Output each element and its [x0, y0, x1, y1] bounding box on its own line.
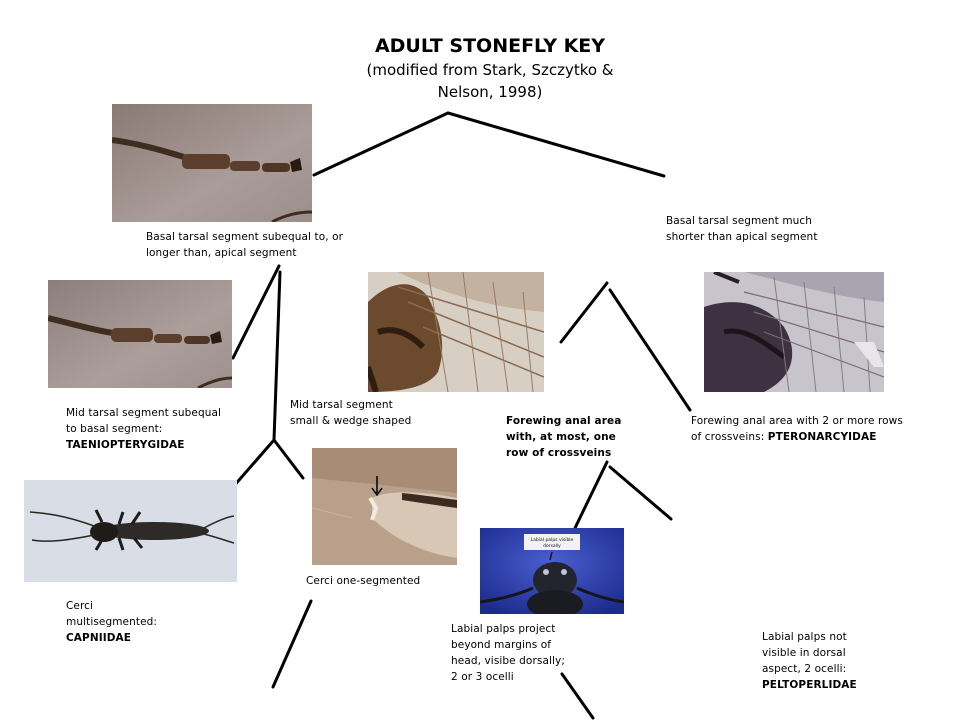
caption-forewing-multi-row: Forewing anal area with 2 or more rows o…: [691, 413, 903, 445]
caption-basal-shorter: Basal tarsal segment much shorter than a…: [666, 213, 818, 245]
title-block: ADULT STONEFLY KEY (modified from Stark,…: [330, 33, 650, 103]
branch-line: [573, 460, 609, 530]
branch-line: [560, 672, 595, 720]
caption-line: longer than, apical segment: [146, 247, 297, 259]
subtitle-line-2: Nelson, 1998): [437, 83, 543, 101]
family-taeniopterygidae: TAENIOPTERYGIDAE: [66, 439, 185, 451]
family-pteronarcyidae: PTERONARCYIDAE: [767, 431, 877, 443]
page-title: ADULT STONEFLY KEY: [374, 35, 606, 57]
caption-line: Forewing anal area: [506, 415, 622, 427]
caption-line: with, at most, one: [506, 431, 616, 443]
branch-line: [559, 281, 609, 344]
branch-line: [272, 270, 282, 442]
caption-line: Labial palps project: [451, 623, 556, 635]
caption-line: aspect, 2 ocelli:: [762, 663, 847, 675]
family-peltoperlidae: PELTOPERLIDAE: [762, 679, 857, 691]
caption-line: row of crossveins: [506, 447, 612, 459]
branch-line: [446, 111, 666, 178]
caption-line: small & wedge shaped: [290, 415, 412, 427]
branch-line: [312, 111, 450, 177]
subtitle-line-1: (modified from Stark, Szczytko &: [366, 61, 614, 79]
caption-line: to basal segment:: [66, 423, 163, 435]
branch-line: [272, 438, 305, 480]
labial-palps-photo-graphic: Labial palps visible dorsally: [480, 528, 624, 614]
photo-label-line: dorsally: [543, 543, 561, 549]
capniidae-photo-graphic: [24, 480, 237, 582]
photo-forewing-multi-row: [704, 272, 884, 392]
caption-line: Basal tarsal segment subequal to, or: [146, 231, 344, 243]
forewing-photo-graphic: [368, 272, 544, 392]
caption-line: head, visibe dorsally;: [451, 655, 565, 667]
photo-capniidae-adult: [24, 480, 237, 582]
tarsus-mid-photo-graphic: [48, 280, 232, 388]
branch-line: [271, 599, 313, 689]
photo-labial-palps: Labial palps visible dorsally: [480, 528, 624, 614]
caption-line: Cerci: [66, 600, 94, 612]
caption-text: of crossveins:: [691, 431, 765, 443]
family-name: PELTOPERLIDAE: [762, 677, 857, 693]
photo-tarsus-mid: [48, 280, 232, 388]
caption-basal-subequal: Basal tarsal segment subequal to, or lon…: [146, 229, 343, 261]
caption-line: shorter than apical segment: [666, 231, 818, 243]
photo-tarsus-basal: [112, 104, 312, 222]
branch-line: [608, 288, 692, 412]
forewing-multi-photo-graphic: [704, 272, 884, 392]
caption-cerci-multi: Cerci multisegmented: CAPNIIDAE: [66, 598, 157, 646]
caption-mid-subequal: Mid tarsal segment subequal to basal seg…: [66, 405, 221, 453]
caption-labial-project: Labial palps project beyond margins of h…: [451, 621, 565, 685]
branch-line: [231, 438, 276, 489]
photo-forewing-one-row: [368, 272, 544, 392]
family-name: TAENIOPTERYGIDAE: [66, 437, 221, 453]
caption-forewing-one-row: Forewing anal area with, at most, one ro…: [506, 413, 621, 461]
caption-line: Mid tarsal segment: [290, 399, 393, 411]
caption-line: Forewing anal area with 2 or more rows: [691, 415, 903, 427]
photo-label-line: Labial palps visible: [531, 537, 574, 543]
caption-labial-not-visible: Labial palps not visible in dorsal aspec…: [762, 629, 857, 693]
caption-line: Mid tarsal segment subequal: [66, 407, 222, 419]
family-capniidae: CAPNIIDAE: [66, 632, 132, 644]
family-name: CAPNIIDAE: [66, 630, 157, 646]
branch-line: [231, 264, 281, 360]
caption-cerci-one: Cerci one-segmented: [306, 575, 421, 587]
caption-line: of crossveins: PTERONARCYIDAE: [691, 429, 903, 445]
caption-line: multisegmented:: [66, 616, 158, 628]
cerci-one-photo-graphic: [312, 448, 457, 565]
photo-cerci-one: [312, 448, 457, 565]
caption-line: Labial palps not: [762, 631, 847, 643]
caption-mid-small: Mid tarsal segment small & wedge shaped: [290, 397, 411, 429]
tarsus-photo-graphic: [112, 104, 312, 222]
branch-line: [608, 465, 673, 521]
caption-line: beyond margins of: [451, 639, 552, 651]
caption-line: 2 or 3 ocelli: [451, 671, 514, 683]
caption-line: Basal tarsal segment much: [666, 215, 813, 227]
caption-line: visible in dorsal: [762, 647, 846, 659]
